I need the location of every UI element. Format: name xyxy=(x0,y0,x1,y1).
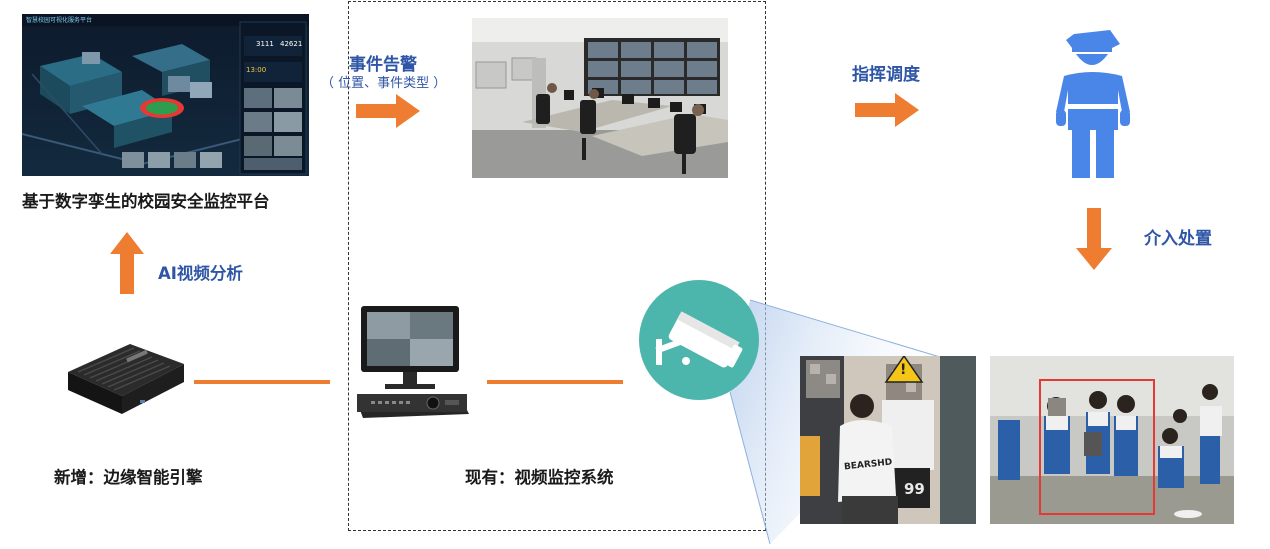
incident-photo-right xyxy=(990,356,1234,524)
intervention-label: 介入处置 xyxy=(1144,229,1212,249)
control-room-photo xyxy=(472,18,728,178)
stat-c-value: 13:00 xyxy=(246,66,267,74)
video-monitor-image xyxy=(355,306,471,426)
screen-header-text: 智慧校园可视化服务平台 xyxy=(26,17,93,24)
edge-to-nvr-line xyxy=(194,380,330,384)
ai-analysis-label: AI视频分析 xyxy=(158,264,243,283)
event-alarm-title: 事件告警 xyxy=(349,55,417,75)
stat-b-value: 42621 xyxy=(280,40,303,48)
nvr-to-camera-line xyxy=(487,380,623,384)
platform-screenshot: 智慧校园可视化服务平台 3111 42621 13:00 xyxy=(22,14,309,176)
police-officer-icon xyxy=(1056,30,1130,178)
command-label: 指挥调度 xyxy=(852,65,920,85)
existing-system-boundary xyxy=(348,1,766,531)
platform-title: 基于数字孪生的校园安全监控平台 xyxy=(22,192,270,211)
event-arrow xyxy=(356,94,420,128)
warning-symbol: ! xyxy=(900,362,907,378)
edge-engine-label: 新增：边缘智能引擎 xyxy=(54,468,203,487)
edge-device-image xyxy=(60,318,190,422)
stat-a-value: 3111 xyxy=(256,40,274,48)
command-arrow xyxy=(855,93,919,127)
existing-system-label: 现有：视频监控系统 xyxy=(465,468,614,487)
camera-icon xyxy=(638,279,760,401)
intervention-arrow xyxy=(1076,208,1112,270)
event-alarm-subtitle: （ 位置、事件类型 ） xyxy=(321,76,447,91)
jersey-number: 99 xyxy=(904,480,925,498)
up-arrow xyxy=(110,232,144,294)
incident-photo-left: ! BEARSHD 99 xyxy=(800,356,976,524)
